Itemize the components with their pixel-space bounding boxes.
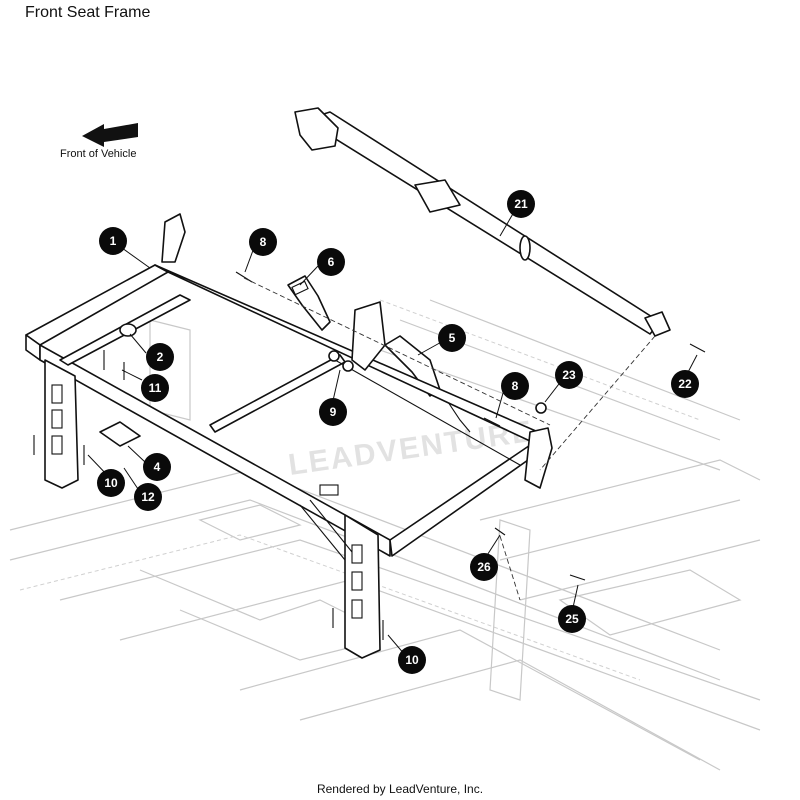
svg-text:25: 25 xyxy=(565,612,579,626)
svg-text:11: 11 xyxy=(149,381,162,395)
hardware xyxy=(33,271,706,640)
svg-text:26: 26 xyxy=(477,560,491,574)
svg-text:10: 10 xyxy=(104,476,118,490)
svg-text:6: 6 xyxy=(328,255,335,269)
callout-2: 2 xyxy=(146,343,174,371)
callout-21: 21 xyxy=(507,190,535,218)
svg-text:21: 21 xyxy=(514,197,528,211)
front-of-vehicle-label: Front of Vehicle xyxy=(60,148,137,160)
callout-8-lower: 8 xyxy=(501,372,529,400)
svg-text:10: 10 xyxy=(405,653,419,667)
callout-1: 1 xyxy=(99,227,127,255)
callout-9: 9 xyxy=(319,398,347,426)
callout-22: 22 xyxy=(671,370,699,398)
footer-credit: Rendered by LeadVenture, Inc. xyxy=(316,782,484,796)
svg-text:9: 9 xyxy=(330,405,337,419)
callout-5: 5 xyxy=(438,324,466,352)
callout-25: 25 xyxy=(558,605,586,633)
svg-text:2: 2 xyxy=(157,350,164,364)
callout-26: 26 xyxy=(470,553,498,581)
page-title: Front Seat Frame xyxy=(25,4,151,21)
callout-4: 4 xyxy=(143,453,171,481)
svg-text:12: 12 xyxy=(141,490,155,504)
svg-text:23: 23 xyxy=(562,368,576,382)
svg-text:8: 8 xyxy=(260,235,267,249)
seat-belt-retractor xyxy=(294,107,671,337)
svg-text:4: 4 xyxy=(154,460,161,474)
svg-text:1: 1 xyxy=(110,234,117,248)
arrow-left-icon xyxy=(82,123,138,147)
svg-text:5: 5 xyxy=(449,331,456,345)
front-of-vehicle-indicator: Front of Vehicle xyxy=(60,118,170,166)
callout-8: 8 xyxy=(249,228,277,256)
callout-23: 23 xyxy=(555,361,583,389)
callout-10-left: 10 xyxy=(97,469,125,497)
svg-text:22: 22 xyxy=(678,377,692,391)
callout-6: 6 xyxy=(317,248,345,276)
svg-text:8: 8 xyxy=(512,379,519,393)
callout-10-front: 10 xyxy=(398,646,426,674)
seat-belt-buckle-upper xyxy=(287,275,331,331)
seat-frame xyxy=(25,213,553,659)
callout-11: 11 xyxy=(141,374,169,402)
callout-12: 12 xyxy=(134,483,162,511)
